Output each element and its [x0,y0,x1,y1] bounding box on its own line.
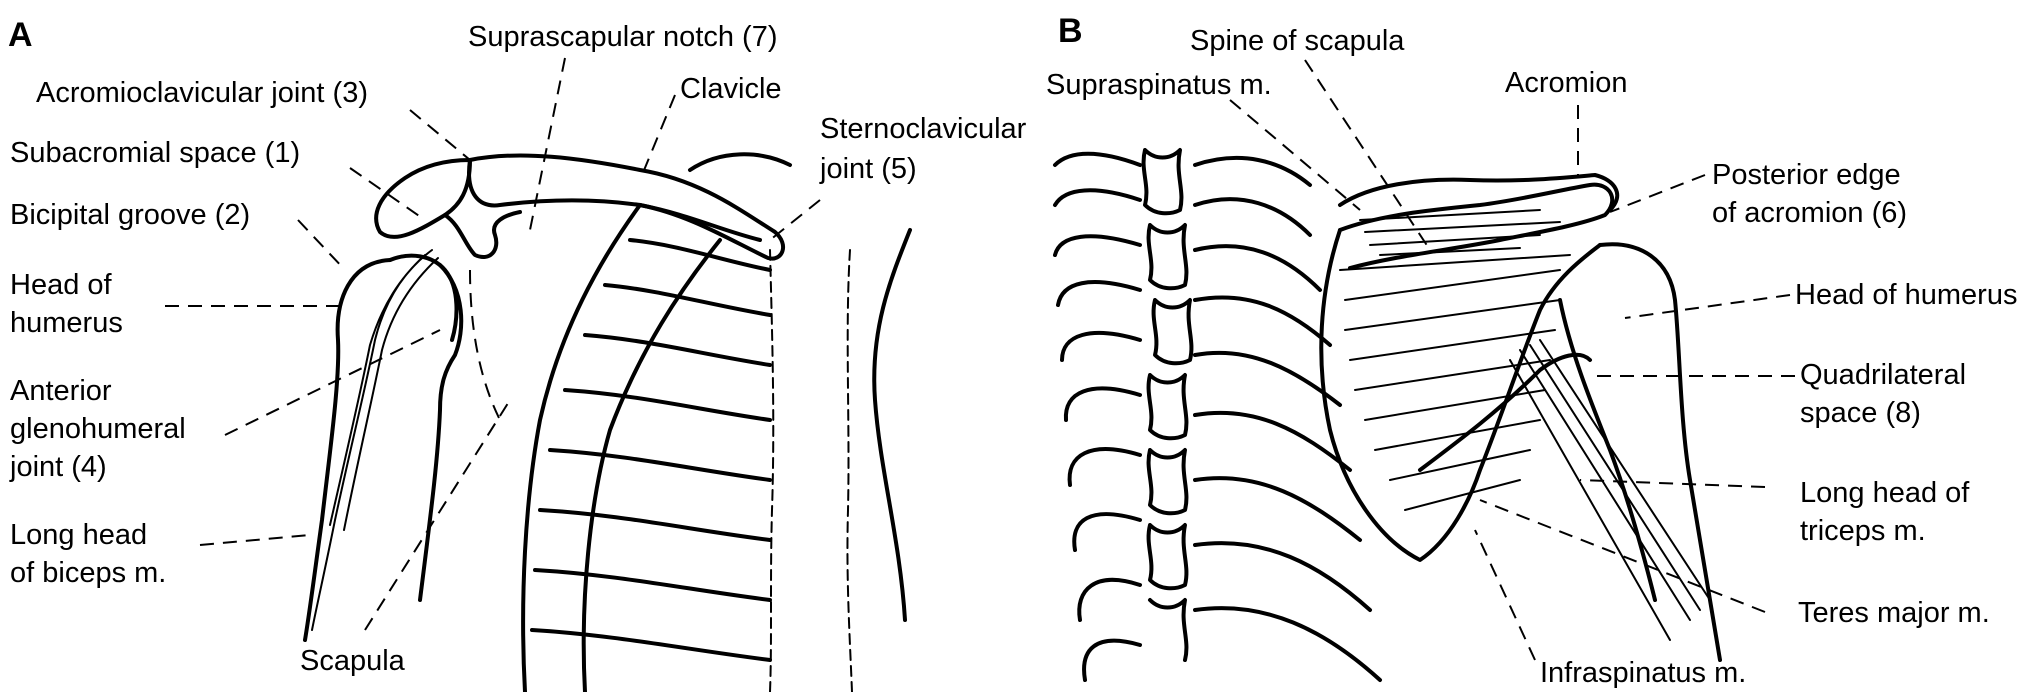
posterior-ribs-right [1193,155,1382,682]
leader-lines-a [165,57,821,631]
scapula-edge-behind [469,269,501,421]
label-head-of-humerus-b: Head of humerus [1795,279,2018,311]
label-head-of-humerus-line2: humerus [10,307,123,339]
label-anterior-gh-line2: glenohumeral [10,413,186,445]
label-clavicle: Clavicle [680,73,782,105]
vertebral-column [1141,148,1194,662]
acromion-b-shape [1338,173,1620,212]
label-scapula: Scapula [300,645,405,677]
teres-major-shape [1418,352,1592,472]
label-posterior-edge-line1: Posterior edge [1712,159,1901,191]
humeral-head-outline [388,253,459,342]
label-acromion: Acromion [1505,67,1628,99]
clavicle-shape [467,153,786,261]
panel-label-a: A [8,16,33,54]
label-teres-major: Teres major m. [1798,597,1990,629]
anterior-rib-cage [521,152,792,692]
posterior-shoulder-drawing [1053,148,1722,682]
triceps-fibers [1509,339,1711,641]
label-subacromial-space: Subacromial space (1) [10,137,301,169]
label-quadrilateral-line2: space (8) [1800,397,1921,429]
label-supraspinatus: Supraspinatus m. [1046,69,1272,101]
infraspinatus-fibers [1339,254,1571,511]
scapula-b-shape [1319,228,1602,562]
posterior-ribs-left [1053,151,1142,682]
label-long-head-biceps-line2: of biceps m. [10,557,167,589]
panel-label-b: B [1058,12,1083,50]
label-anterior-gh-line3: joint (4) [10,451,107,483]
anterior-shoulder-drawing [303,152,912,692]
label-head-of-humerus-line1: Head of [10,269,112,301]
label-bicipital-groove: Bicipital groove (2) [10,199,251,231]
left-costal-edge [872,228,912,622]
supraspinatus-fibers [1359,209,1561,256]
label-suprascapular-notch: Suprascapular notch (7) [468,21,778,53]
label-infraspinatus: Infraspinatus m. [1540,657,1747,689]
humerus-a-shape [303,258,464,642]
label-long-head-triceps-line1: Long head of [1800,477,1970,509]
label-long-head-triceps-line2: triceps m. [1800,515,1926,547]
spine-acromion-shape [1338,182,1615,270]
sternum-outline [769,249,853,692]
label-posterior-edge-line2: of acromion (6) [1712,197,1908,229]
label-quadrilateral-line1: Quadrilateral [1800,359,1967,391]
humerus-b-shape [1558,242,1722,662]
label-anterior-gh-line1: Anterior [10,375,112,407]
leader-lines-b [1229,59,1795,661]
label-spine-of-scapula: Spine of scapula [1190,25,1405,57]
biceps-tendon-lines [311,249,439,631]
acromion-a-shape [374,158,472,239]
label-sternoclavicular-line1: Sternoclavicular [820,113,1027,145]
label-acromioclavicular-joint: Acromioclavicular joint (3) [36,77,368,109]
coracoid-shape [443,210,522,259]
label-long-head-biceps-line1: Long head [10,519,148,551]
label-sternoclavicular-line2: joint (5) [820,153,917,185]
